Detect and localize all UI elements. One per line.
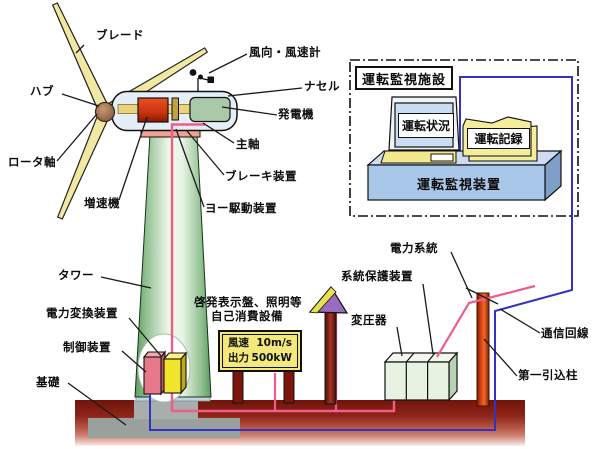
generator-box [189,96,231,123]
first-pole-shape [476,292,490,407]
blade-up [51,2,109,110]
anemometer-icon [189,69,214,92]
sign-output-value: 500kW [251,352,292,365]
label-brake: ブレーキ装置 [225,169,297,183]
street-lamp [308,285,349,405]
power-grid-wire [436,284,536,358]
label-power-converter: 電力変換装置 [46,306,118,320]
controller-box [142,350,167,396]
label-first-pole: 第一引込柱 [518,368,578,382]
sign-windspeed-value: 10m/s [256,337,292,350]
output-sign: 風速 10m/s 出力 500kW [218,330,302,372]
transformer-cabinets [383,351,459,402]
label-pointer-lines [56,44,541,426]
sign-posts [232,369,295,404]
facility-title-box: 運転監視施設 [355,66,453,90]
label-power-grid: 電力系統 [390,241,438,255]
power-converter-box [162,351,188,395]
brake-unit [171,97,179,121]
label-main-shaft: 主軸 [236,137,260,151]
label-comm-line: 通信回線 [541,326,589,340]
label-anemometer: 風向・風速計 [249,45,321,59]
power-cable-main [170,123,396,413]
communication-line [149,76,573,431]
monitor-screen-text: 運転状況 [398,113,454,138]
label-rotor-shaft: ロータ軸 [8,155,56,169]
label-self-consumption-2: 自己消費設備 [211,309,283,323]
label-generator: 発電機 [278,107,314,121]
hub-circle [94,101,116,123]
monitoring-facility-frame [349,59,579,217]
keyboard-shape [380,150,457,164]
label-nacelle: ナセル [304,79,340,93]
label-self-consumption-1: 啓発表示盤、照明等 [194,295,302,309]
label-grid-protection: 系統保護装置 [341,269,413,283]
label-yaw-drive: ヨー駆動装置 [205,201,277,215]
sign-windspeed-label: 風速 [228,337,249,350]
label-tower: タワー [58,268,94,282]
label-blade: ブレード [96,28,144,42]
label-foundation: 基礎 [36,375,60,389]
output-sign-inner: 風速 10m/s 出力 500kW [222,334,298,368]
label-controller: 制御装置 [63,340,111,354]
label-transformer: 変圧器 [351,313,387,327]
record-paper-text: 運転記録 [467,128,530,149]
sign-row-output: 出力 500kW [228,353,292,364]
label-hub: ハブ [30,84,54,98]
gearbox-box [137,97,169,123]
sign-row-windspeed: 風速 10m/s [228,338,292,349]
monitoring-device-text: 運転監視装置 [417,178,502,193]
label-gearbox: 増速機 [84,196,120,210]
sign-output-label: 出力 [228,352,249,365]
